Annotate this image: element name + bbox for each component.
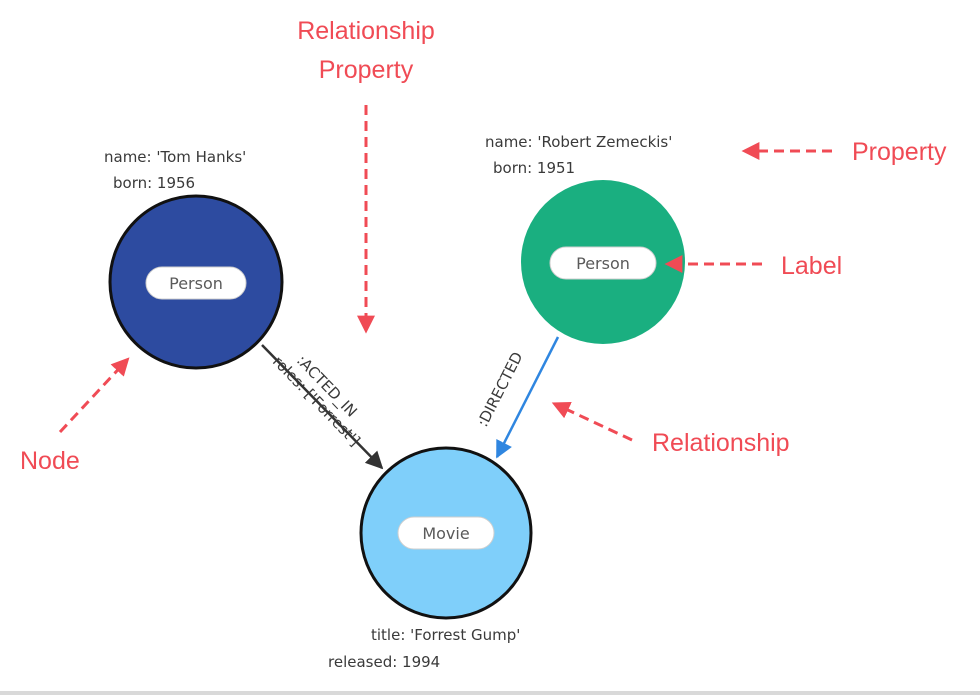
annotation-label: Label	[781, 252, 842, 280]
person-label-text-2: Person	[576, 254, 630, 273]
directed-label-group: :DIRECTED	[474, 349, 527, 430]
person-label-text: Person	[169, 274, 223, 293]
directed-type-label: :DIRECTED	[474, 349, 527, 430]
tom-hanks-born-property: born: 1956	[113, 174, 195, 192]
annotation-node: Node	[20, 447, 80, 475]
directed-edge	[495, 336, 560, 459]
movie-released-property: released: 1994	[328, 653, 440, 671]
person-label-pill-2	[549, 246, 657, 280]
movie-label-pill	[397, 516, 495, 550]
acted-in-label-group: :ACTED_IN roles: ['Forrest']	[269, 351, 364, 449]
person-label-pill	[145, 266, 247, 300]
annotation-relationship-property-line1: Relationship	[297, 17, 435, 45]
acted-in-edge	[261, 344, 384, 470]
annotation-relationship: Relationship	[652, 429, 790, 457]
zemeckis-name-property: name: 'Robert Zemeckis'	[485, 133, 672, 151]
annotation-arrow-relationship	[551, 401, 633, 442]
movie-label-text: Movie	[422, 524, 469, 543]
tom-hanks-name-property: name: 'Tom Hanks'	[104, 148, 246, 166]
annotation-relationship-property-line2: Property	[319, 56, 414, 84]
zemeckis-born-property: born: 1951	[493, 159, 575, 177]
movie-title-property: title: 'Forrest Gump'	[371, 626, 520, 644]
bottom-border-bar	[0, 691, 980, 695]
annotation-property: Property	[852, 138, 947, 166]
annotation-arrow-node	[58, 357, 130, 434]
